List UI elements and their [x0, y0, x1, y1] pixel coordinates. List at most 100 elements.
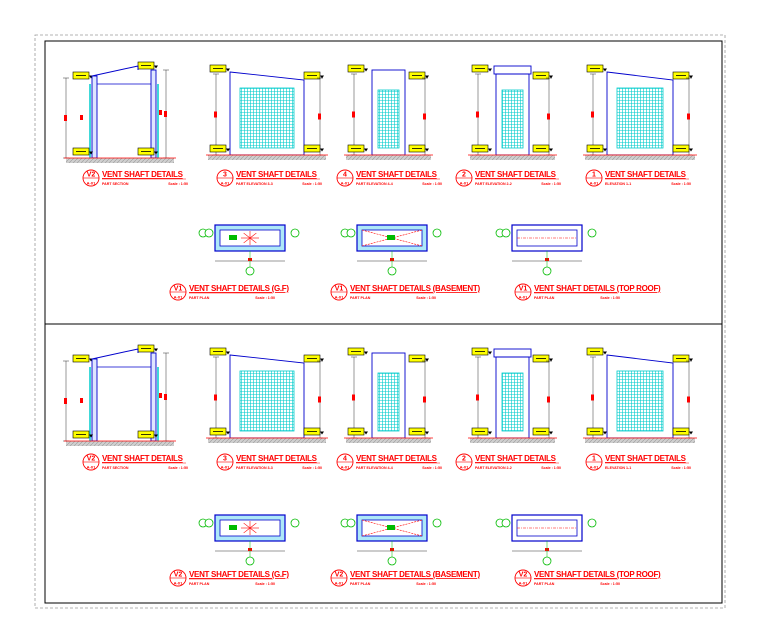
lower-panel-frame — [44, 323, 723, 604]
dimension-text-marker — [423, 396, 426, 403]
louvre-grill — [616, 87, 664, 149]
callout-sheet-ref: A-01 — [174, 295, 183, 300]
fan-blade — [249, 522, 257, 529]
plan-drawing — [340, 224, 442, 276]
ground-hatch — [346, 438, 431, 443]
level-arrow-icon — [689, 431, 693, 435]
level-arrow-icon — [364, 431, 368, 435]
grid-bubble — [245, 266, 255, 276]
drawing-subtitle: PART ELEVATION 4-4 — [356, 182, 393, 186]
drawing-subtitle: PART SECTION — [102, 182, 129, 186]
dimension-text-marker — [164, 394, 167, 400]
drawing-title: VENT SHAFT DETAILS (TOP ROOF) — [534, 284, 661, 293]
grid-bubble — [542, 266, 552, 276]
grid-bubble — [346, 518, 356, 528]
callout-number: V1 — [335, 286, 344, 293]
drawing-subtitle: PART PLAN — [350, 582, 371, 586]
callout-number: 1 — [592, 456, 596, 463]
dimension-text-marker — [547, 113, 550, 120]
level-arrow-icon — [689, 75, 693, 79]
callout-number: V2 — [87, 456, 96, 463]
level-arrow-icon — [549, 148, 553, 152]
grid-bubble — [387, 266, 397, 276]
callout-sheet-ref: A-01 — [221, 181, 230, 186]
drawing-title: VENT SHAFT DETAILS — [102, 170, 184, 179]
level-arrow-icon — [154, 151, 158, 155]
callout-sheet-ref: A-01 — [590, 181, 599, 186]
drawing-scale: Scale : 1:50 — [541, 182, 561, 186]
ground-hatch — [585, 155, 695, 160]
callout-number: 2 — [462, 456, 466, 463]
level-arrow-icon — [320, 358, 324, 362]
level-arrow-icon — [425, 358, 429, 362]
level-arrow-icon — [89, 434, 93, 438]
callout-number: V2 — [519, 572, 528, 579]
level-arrow-icon — [320, 148, 324, 152]
level-arrow-icon — [425, 148, 429, 152]
grid-bubble — [432, 228, 442, 238]
fan-blade — [243, 232, 251, 239]
drawing-title: VENT SHAFT DETAILS — [475, 170, 557, 179]
elevation-drawing — [344, 64, 433, 160]
dimension-text-marker — [318, 113, 321, 120]
fan-blade — [243, 527, 251, 534]
grid-bubble — [290, 228, 300, 238]
drawing-subtitle: PART SECTION — [102, 466, 129, 470]
drawing-subtitle: PART ELEVATION 3-3 — [236, 182, 273, 186]
level-arrow-icon — [364, 148, 368, 152]
drawing-scale: Scale : 1:50 — [302, 182, 322, 186]
drawing-scale: Scale : 1:50 — [416, 296, 436, 300]
level-arrow-icon — [549, 358, 553, 362]
callout-sheet-ref: A-01 — [590, 465, 599, 470]
callout-number: V1 — [174, 286, 183, 293]
drawing-subtitle: PART ELEVATION 4-4 — [356, 466, 393, 470]
equipment-marker — [387, 525, 395, 530]
level-arrow-icon — [364, 351, 368, 355]
level-arrow-icon — [488, 431, 492, 435]
equipment-marker — [387, 235, 395, 240]
dimension-text-marker — [214, 394, 217, 401]
grid-bubble — [587, 518, 597, 528]
drawing-scale: Scale : 1:50 — [302, 466, 322, 470]
equipment-marker — [229, 525, 237, 530]
drawing-scale: Scale : 1:50 — [255, 296, 275, 300]
drawing-subtitle: PART ELEVATION 2-2 — [475, 182, 512, 186]
plan-drawing — [495, 224, 597, 276]
dimension-text-marker — [687, 113, 690, 120]
callout-sheet-ref: A-01 — [341, 465, 350, 470]
drawing-scale: Scale : 1:50 — [671, 182, 691, 186]
dimension-text-marker — [352, 111, 355, 118]
fan-blade — [243, 237, 251, 244]
callout-number: 3 — [223, 172, 227, 179]
level-arrow-icon — [488, 148, 492, 152]
elevation-drawing — [583, 64, 697, 160]
drawing-title: VENT SHAFT DETAILS (BASEMENT) — [350, 570, 480, 579]
plan-drawing — [340, 514, 442, 566]
callout-number: 2 — [462, 172, 466, 179]
drawing-title: VENT SHAFT DETAILS (BASEMENT) — [350, 284, 480, 293]
callout-sheet-ref: A-01 — [87, 465, 96, 470]
callout-number: V1 — [519, 286, 528, 293]
ground-hatch — [66, 158, 174, 163]
dimension-text-marker — [64, 115, 67, 121]
level-arrow-icon — [488, 68, 492, 72]
callout-sheet-ref: A-01 — [221, 465, 230, 470]
elevation-drawing — [468, 64, 557, 160]
callout-sheet-ref: A-01 — [460, 465, 469, 470]
drawing-subtitle: ELEVATION 1-1 — [605, 182, 631, 186]
callout-sheet-ref: A-01 — [174, 581, 183, 586]
drawing-subtitle: PART PLAN — [534, 296, 555, 300]
callout-sheet-ref: A-01 — [341, 181, 350, 186]
callout-sheet-ref: A-01 — [335, 581, 344, 586]
drawing-scale: Scale : 1:50 — [600, 582, 620, 586]
roof-slope-line — [91, 348, 139, 360]
level-marker — [80, 115, 83, 120]
drawing-title: VENT SHAFT DETAILS — [605, 170, 687, 179]
